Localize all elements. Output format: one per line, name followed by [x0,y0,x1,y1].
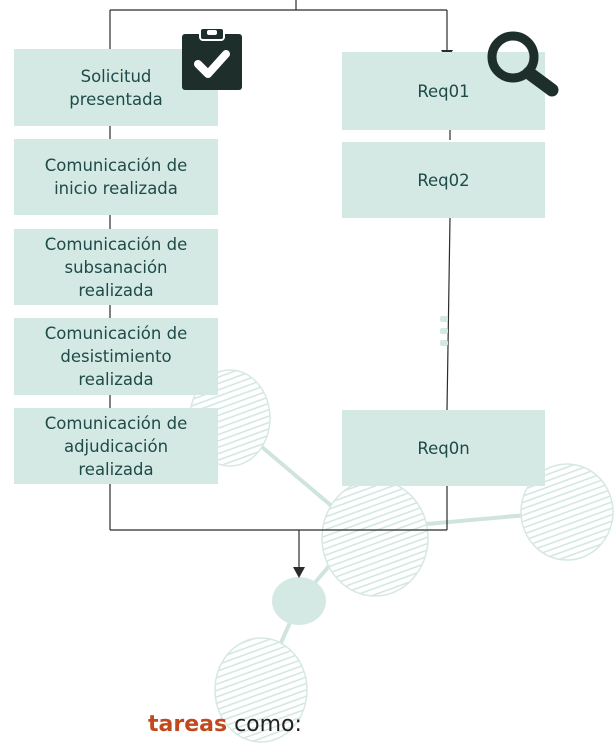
end-node [272,577,326,625]
magnifier-icon [487,31,559,97]
stage-box-inicio: Comunicación de inicio realizada [14,139,218,215]
network-node [520,463,614,561]
stage-box-adjudicacion: Comunicación de adjudicación realizada [14,408,218,484]
requirement-label: Req0n [417,438,470,458]
network-node [214,637,308,743]
footer-text: tareas como: [148,712,302,737]
arrowhead [293,567,305,578]
footer-rest: como: [227,712,302,737]
clipboard-check-icon [182,27,242,90]
requirement-box-req01: Req01 [342,52,545,130]
requirement-label: Req02 [417,170,470,190]
requirement-box-req02: Req02 [342,142,545,218]
requirement-box-req0n: Req0n [342,410,545,486]
stage-label: Comunicación de desistimiento realizada [44,324,188,389]
stage-label: Comunicación de inicio realizada [44,156,188,198]
stage-label: Comunicación de subsanación realizada [44,234,188,300]
requirement-label: Req01 [417,81,470,101]
ellipsis-dots [440,316,448,346]
network-node [321,479,429,597]
stage-label: Solicitud presentada [69,66,163,109]
stage-box-desistimiento: Comunicación de desistimiento realizada [14,318,218,395]
footer-highlight: tareas [148,712,228,737]
stage-label: Comunicación de adjudicación realizada [44,413,188,479]
stage-box-subsanacion: Comunicación de subsanación realizada [14,229,218,305]
